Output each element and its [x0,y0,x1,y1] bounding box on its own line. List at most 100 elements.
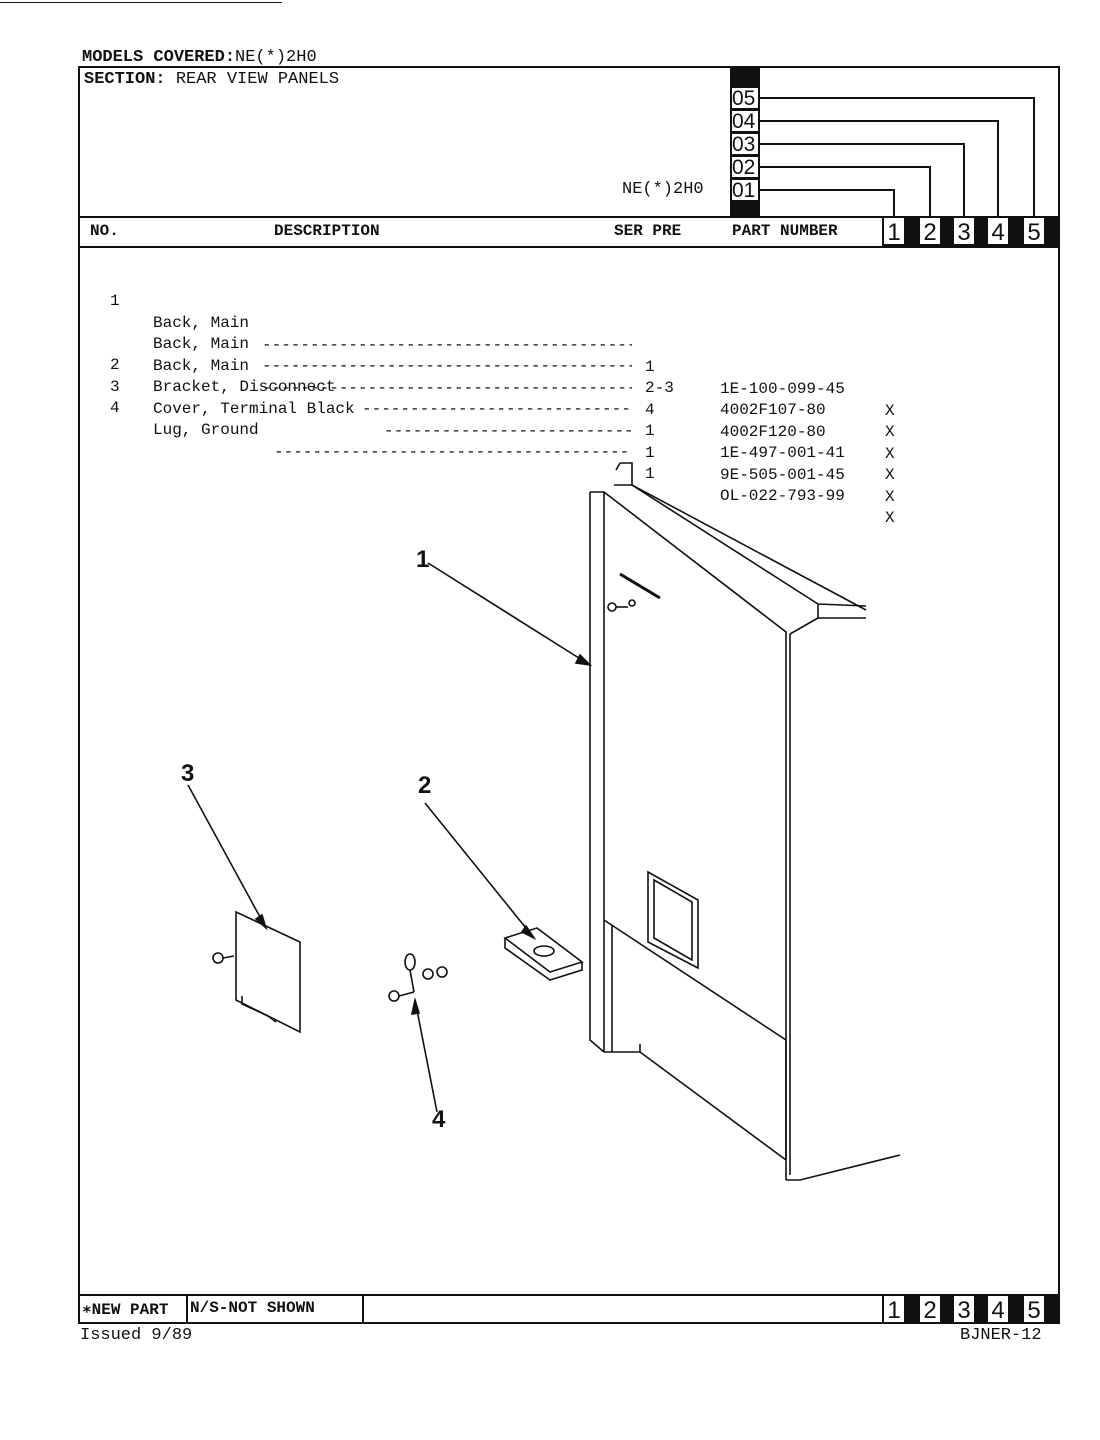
part-ser-pre: 2-3 [645,379,674,397]
part-model-mark: X [885,488,895,506]
panel-screw [619,572,661,600]
bracket-disconnect [503,927,584,973]
exploded-view-drawing [187,462,901,1181]
cover-terminal [235,910,301,1034]
models-covered-value: NE(*)2H0 [235,48,317,67]
part-no: 1 [110,292,120,310]
part-description: Lug, Ground [153,421,259,439]
model-tag: 5 [1022,216,1046,246]
model-code-leaders [760,97,1035,216]
part-ser-pre: 1 [645,444,655,462]
part-ser-pre: 1 [645,465,655,483]
parts-list: 1 Back, Main ---------------------------… [0,268,1100,527]
models-covered-label: MODELS COVERED: [82,48,236,67]
part-leader: ----------------------------------------… [262,336,632,354]
part-model-mark: X [885,402,895,420]
col-no: NO. [90,222,119,240]
part-leader: ----------------------------------------… [262,379,632,397]
part-row: Back, Main -----------------------------… [0,311,895,463]
part-number: 1E-497-001-41 [720,444,845,462]
model-tag-divider [942,1294,954,1324]
model-tag-divider [1010,1294,1022,1324]
model-tag: 5 [1022,1294,1046,1324]
footer-top-rule [78,1294,1060,1296]
model-tag-divider [976,1294,988,1324]
callout-back-main: 1 [416,546,430,573]
legend-new-part: ∗NEW PART [82,1301,169,1319]
model-tag-divider [976,216,988,246]
part-description: Cover, Terminal Black [153,400,355,418]
part-model-mark: X [885,509,895,527]
part-ser-pre: 1 [645,358,655,376]
model-tag-divider [1046,1294,1058,1324]
model-tag-divider [906,216,918,246]
part-row: Back, Main -----------------------------… [0,289,895,441]
model-code: 04 [732,111,758,133]
part-leader: ----------------------------------------… [262,357,632,375]
model-code: 01 [732,180,758,202]
part-description: Bracket, Disconnect [153,378,336,396]
model-tag: 2 [918,1294,942,1324]
section-value: REAR VIEW PANELS [175,70,340,89]
part-model-mark: X [885,466,895,484]
model-tag-divider [942,216,954,246]
model-tag: 4 [986,216,1010,246]
col-part-number: PART NUMBER [732,222,838,240]
part-row: 2 Bracket, Disconnect ------------------… [0,332,895,484]
models-covered: MODELS COVERED:NE(*)2H0 [82,48,317,67]
part-no: 4 [110,399,120,417]
model-tag-divider [906,1294,918,1324]
model-tag: 2 [918,216,942,246]
model-code: 02 [732,157,758,179]
model-tag: 3 [952,216,976,246]
model-tag: 4 [986,1294,1010,1324]
footer-divider [362,1294,364,1324]
part-no: 2 [110,356,120,374]
callout-bracket: 2 [418,772,432,799]
column-header-bottom-rule [78,246,1060,248]
part-ser-pre: 1 [645,422,655,440]
model-tag: 1 [882,216,906,246]
part-model-mark: X [885,423,895,441]
part-number: 9E-505-001-45 [720,466,845,484]
part-description: Back, Main [153,314,250,332]
column-header-top-rule [78,216,1060,218]
ground-lug [404,953,416,971]
section-heading: SECTION: REAR VIEW PANELS [84,70,339,89]
part-leader: ---------------------------------------- [274,443,632,461]
issued-date: Issued 9/89 [80,1326,193,1345]
parts-sheet-frame [78,66,1060,1324]
model-name: NE(*)2H0 [622,180,704,199]
col-description: DESCRIPTION [274,222,380,240]
part-description: Back, Main [153,357,250,375]
section-label: SECTION: [84,70,166,89]
part-model-mark: X [885,445,895,463]
back-panel-outline [590,491,787,1180]
part-row: 3 Cover, Terminal Black ----------------… [0,354,895,506]
part-leader: ------------------------------ [362,400,632,418]
model-tag-divider [1010,216,1022,246]
document-code: BJNER-12 [960,1326,1042,1345]
model-code: 05 [732,88,758,110]
part-row: 4 Lug, Ground --------------------------… [0,375,895,527]
terminal-opening [647,870,699,970]
legend-not-shown: N/S-NOT SHOWN [190,1299,315,1317]
top-rule [0,2,282,3]
part-number: 4002F107-80 [720,401,826,419]
part-row: 1 Back, Main ---------------------------… [0,268,895,420]
model-tag: 1 [882,1294,906,1324]
part-no: 3 [110,378,120,396]
footer-divider [186,1294,188,1324]
top-lip [620,462,867,611]
part-description: Back, Main [153,335,250,353]
model-code: 03 [732,134,758,156]
model-tag: 3 [952,1294,976,1324]
part-number: 4002F120-80 [720,423,826,441]
callout-cover: 3 [181,760,195,787]
part-number: OL-022-793-99 [720,487,845,505]
part-number: 1E-100-099-45 [720,380,845,398]
part-leader: --------------------------- [384,422,632,440]
callout-lug: 4 [432,1106,446,1133]
col-ser-pre: SER PRE [614,222,682,240]
model-tag-divider [1046,216,1058,246]
